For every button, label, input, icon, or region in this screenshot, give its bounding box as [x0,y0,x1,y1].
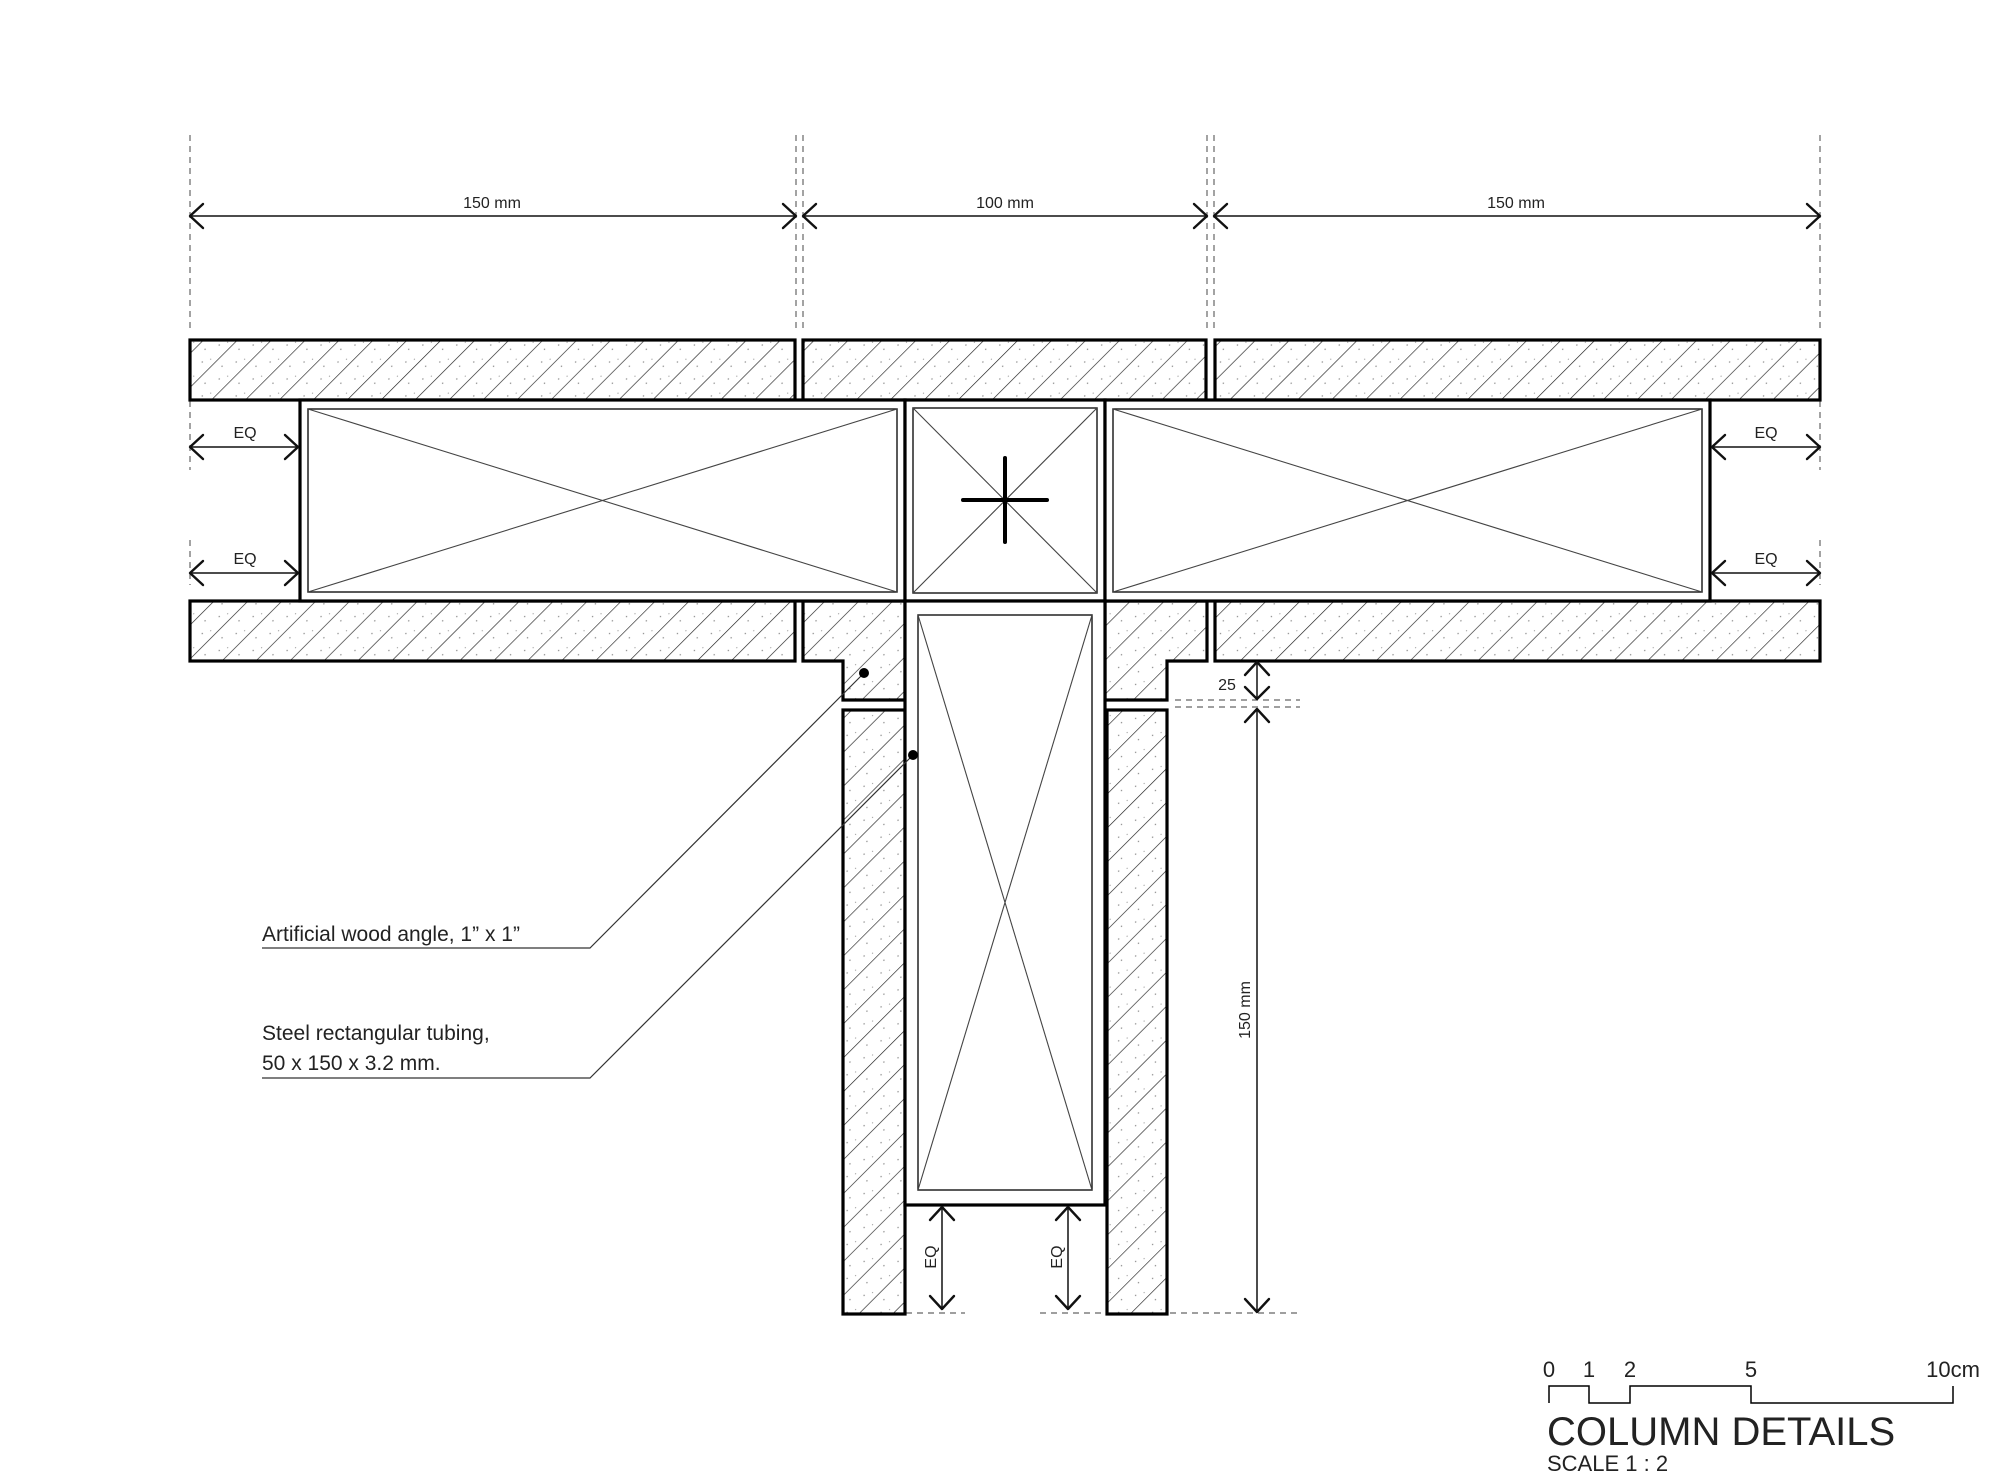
upper-batten-middle [801,338,1208,402]
callout-tubing-line2: 50 x 150 x 3.2 mm. [262,1052,441,1075]
column-height-label: 150 mm [1237,981,1254,1039]
crosshair-icon [961,456,1049,544]
eq-label-right-top: EQ [1754,425,1777,442]
dim-top-middle: 100 mm [976,195,1034,212]
steel-tube-vertical [903,599,1107,1207]
extension-lines [189,135,1821,1314]
upper-batten-left [188,338,797,402]
scale-tick-1: 1 [1583,1357,1595,1382]
eq-dimensions-bottom [928,1205,1082,1311]
wood-angle-left [801,599,907,702]
lower-batten-right [1213,599,1822,663]
scale-tick-5: 5 [1745,1357,1757,1382]
leader-lines [262,672,914,1079]
drawing-title: COLUMN DETAILS [1547,1410,1895,1454]
gap-label: 25 [1218,677,1236,694]
post-right [1105,708,1169,1316]
callout-tubing-line1: Steel rectangular tubing, [262,1022,490,1045]
steel-tube-right [1103,398,1712,603]
eq-label-bottom-left: EQ [923,1245,940,1268]
leader-dot-icon [908,750,918,760]
steel-tube-left [298,398,907,603]
eq-label-bottom-right: EQ [1049,1245,1066,1268]
eq-label-left-bottom: EQ [233,551,256,568]
scale-tick-10cm: 10cm [1926,1357,1980,1382]
column-height-dimension [1243,707,1271,1314]
drawing-scale: SCALE 1 : 2 [1547,1451,1668,1475]
scale-bar [1548,1385,1954,1404]
eq-dimensions-sides [188,433,1822,587]
scale-tick-2: 2 [1624,1357,1636,1382]
leader-dot-icon [859,668,869,678]
gap-dimension [1243,660,1271,701]
post-left [841,708,907,1316]
upper-batten-right [1213,338,1822,402]
dim-top-right: 150 mm [1487,195,1545,212]
callout-wood-angle: Artificial wood angle, 1” x 1” [262,923,520,946]
eq-label-left-top: EQ [233,425,256,442]
lower-batten-left [188,599,797,663]
wood-angle-right [1103,599,1209,702]
eq-label-right-bottom: EQ [1754,551,1777,568]
top-dimensions [188,202,1822,230]
scale-tick-0: 0 [1543,1357,1555,1382]
dim-top-left: 150 mm [463,195,521,212]
